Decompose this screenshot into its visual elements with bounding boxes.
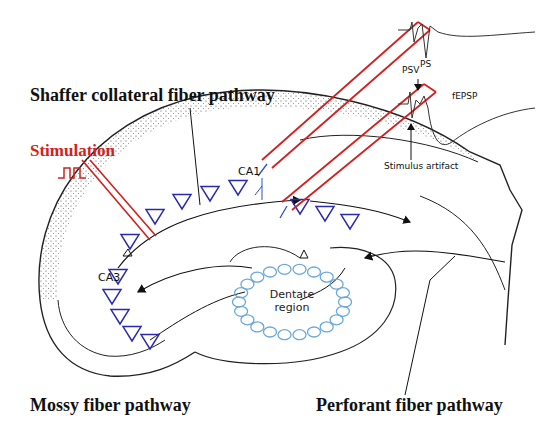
- pyramidal-cell: [201, 187, 219, 201]
- granule-cell: [308, 267, 321, 277]
- pyramidal-cell: [123, 327, 141, 341]
- leader-line: [418, 79, 419, 90]
- granule-cell: [300, 250, 308, 258]
- pathway-label: Perforant fiber pathway: [316, 396, 503, 416]
- hippocampus-outline: [39, 90, 522, 345]
- pyramidal-cell: [229, 181, 247, 195]
- pyramidal-cell: [173, 195, 191, 209]
- perforant-fiber: [365, 251, 505, 262]
- pyramidal-cell: [291, 200, 309, 214]
- hippocampus-outline: [40, 300, 195, 376]
- perforant-fiber: [405, 256, 455, 395]
- ca1-flow: [310, 201, 410, 222]
- granule-cell: [233, 297, 246, 307]
- stimulus-pulse: [58, 168, 86, 178]
- ca3-marker: [123, 249, 132, 256]
- mossy-fiber: [138, 266, 252, 292]
- inner-outline: [300, 135, 478, 162]
- stimulation-electrode: [82, 160, 156, 240]
- mossy-fiber: [150, 292, 245, 340]
- fepsp-trace: [398, 92, 535, 145]
- trace-label: PS: [420, 60, 431, 70]
- recording-electrode: [282, 84, 436, 210]
- granule-cell: [251, 272, 264, 282]
- pyramidal-cell: [341, 215, 359, 229]
- stippled-layer: [39, 90, 478, 300]
- region-label: Dentate region: [263, 289, 321, 314]
- alveus-line: [420, 196, 505, 290]
- trace-label: PSV: [402, 66, 419, 76]
- granule-cell: [339, 297, 352, 307]
- leader-line: [190, 108, 200, 205]
- pyramidal-cell: [316, 207, 334, 221]
- leader-line: [411, 124, 412, 160]
- granule-cell: [293, 264, 306, 274]
- trace-label: fEPSP: [452, 92, 477, 102]
- granule-cell: [293, 330, 306, 340]
- pathway-label: Shaffer collateral fiber pathway: [30, 86, 275, 106]
- stimulation-label: Stimulation: [30, 142, 115, 161]
- inner-outline: [58, 300, 165, 356]
- pyramidal-cells: [103, 181, 359, 349]
- dentate-outline: [230, 247, 300, 262]
- pyramidal-cell: [111, 310, 129, 324]
- pyramidal-cell: [103, 290, 121, 304]
- pyramidal-cell: [146, 210, 164, 224]
- region-label: CA3: [98, 272, 120, 284]
- dendrite: [255, 178, 262, 200]
- pyramidal-cell: [141, 335, 159, 349]
- granule-cell: [320, 322, 333, 332]
- pyramidal-cell: [121, 235, 139, 249]
- granule-cell: [336, 288, 349, 298]
- granule-cell: [278, 330, 291, 340]
- dentate-outline: [195, 247, 396, 363]
- trace-label: Stimulus artifact: [384, 162, 458, 172]
- granule-cell: [308, 327, 321, 337]
- pathway-label: Mossy fiber pathway: [30, 396, 191, 416]
- region-label: CA1: [238, 166, 260, 178]
- dentate-region: Dentate region: [232, 262, 352, 342]
- granule-cell: [264, 327, 277, 337]
- recording-electrode: [262, 22, 430, 168]
- granule-cell: [278, 264, 291, 274]
- granule-cell: [235, 306, 248, 316]
- ps-trace: [398, 22, 535, 58]
- granule-cell: [264, 267, 277, 277]
